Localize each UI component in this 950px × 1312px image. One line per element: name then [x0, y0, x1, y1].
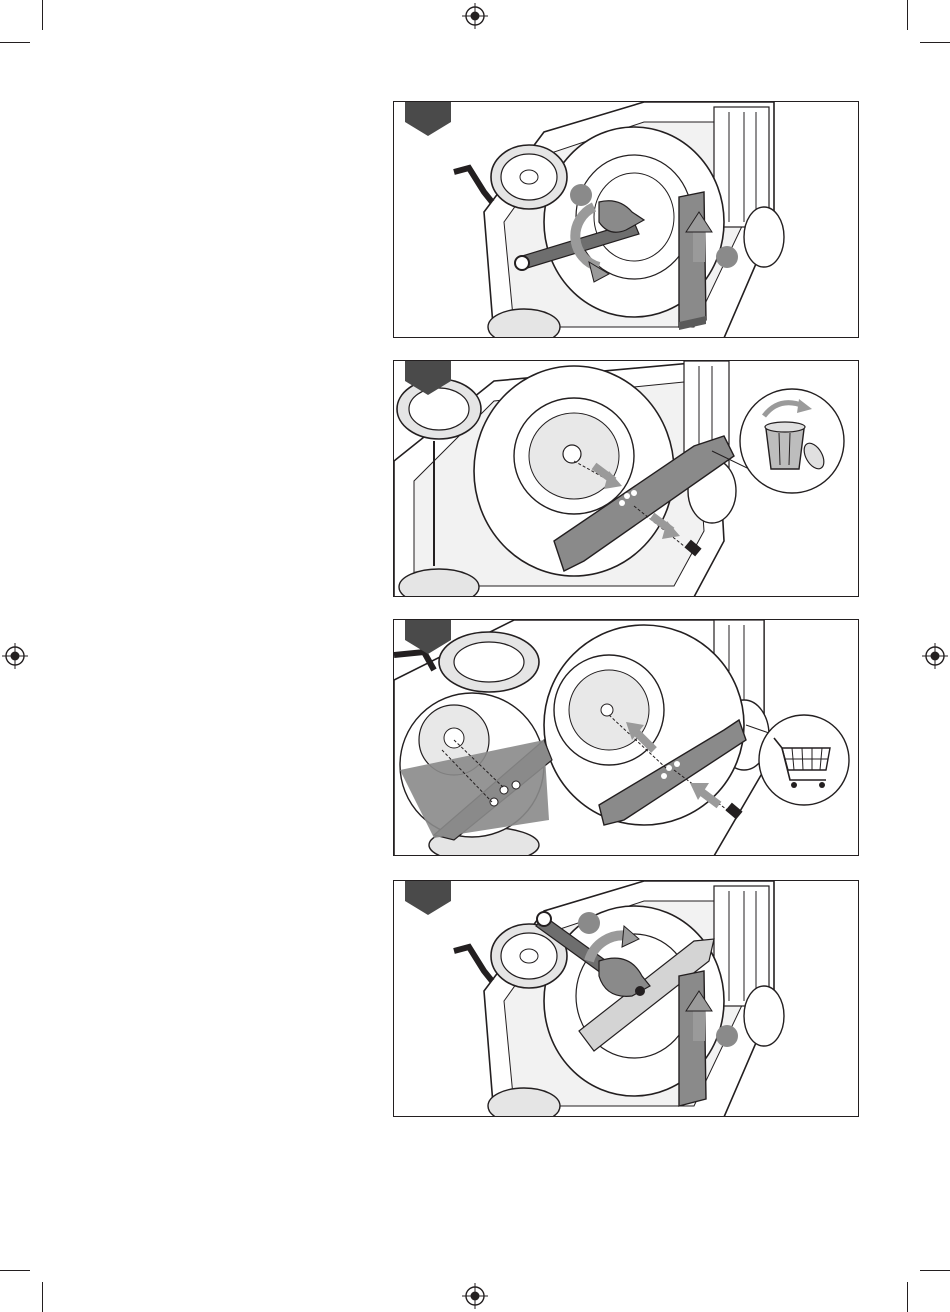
registration-mark-icon	[462, 1283, 488, 1309]
crop-mark	[0, 42, 30, 43]
step-panel-3	[393, 619, 859, 856]
crop-mark	[42, 0, 43, 30]
step-panel-4	[393, 880, 859, 1117]
crop-mark	[42, 1282, 43, 1312]
mower-illustration	[394, 620, 859, 856]
step-panel-2	[393, 360, 859, 597]
step-tab-1	[405, 101, 451, 136]
crop-mark	[907, 0, 908, 30]
crop-mark	[920, 42, 950, 43]
crop-mark	[907, 1282, 908, 1312]
step-tab-3	[405, 619, 451, 654]
mower-illustration	[394, 881, 859, 1117]
step-panel-1	[393, 101, 859, 338]
registration-mark-icon	[462, 3, 488, 29]
mower-illustration	[394, 361, 859, 597]
step-tab-2	[405, 360, 451, 395]
crop-mark	[920, 1270, 950, 1271]
step-tab-4	[405, 880, 451, 915]
mower-illustration	[394, 102, 859, 338]
registration-mark-icon	[922, 643, 948, 669]
registration-mark-icon	[2, 643, 28, 669]
crop-mark	[0, 1270, 30, 1271]
